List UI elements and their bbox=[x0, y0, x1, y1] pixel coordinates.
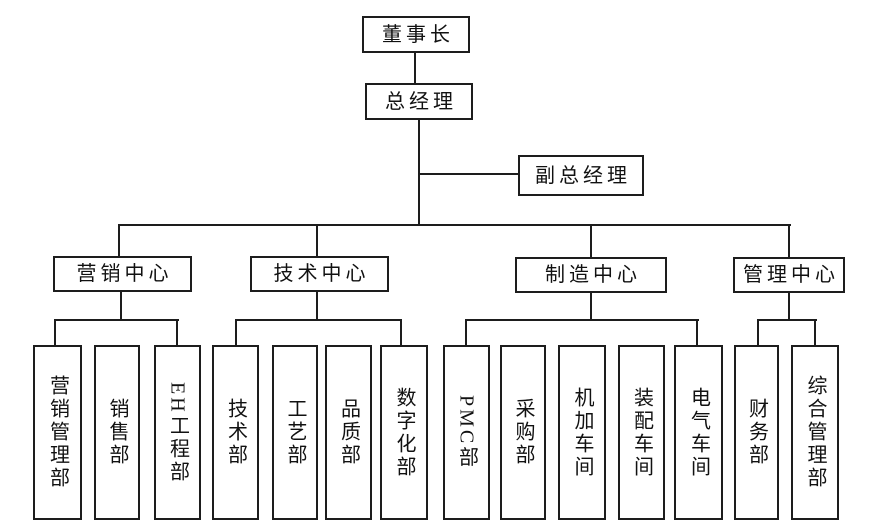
org-node-label: 品质部 bbox=[337, 398, 360, 467]
org-node-dept-electrical-workshop: 电气车间 bbox=[674, 345, 723, 520]
org-node-label: 销售部 bbox=[106, 398, 128, 467]
org-node-dept-quality: 品质部 bbox=[325, 345, 372, 520]
connector-group2-stub-right bbox=[400, 319, 402, 346]
connector-drop-manufacturing-center bbox=[590, 224, 592, 258]
connector-group1-drop bbox=[120, 292, 122, 321]
connector-group2-bus bbox=[235, 319, 402, 321]
org-node-dept-machining-workshop: 机加车间 bbox=[558, 345, 606, 520]
org-node-dept-digitalization: 数字化部 bbox=[380, 345, 428, 520]
org-node-dept-marketing-management: 营销管理部 bbox=[33, 345, 82, 520]
org-node-marketing-center: 营销中心 bbox=[53, 256, 192, 292]
connector-group2-drop bbox=[316, 292, 318, 321]
org-node-dept-pmc: PMC部 bbox=[443, 345, 490, 520]
org-node-dept-finance: 财务部 bbox=[734, 345, 779, 520]
org-node-dept-procurement: 采购部 bbox=[500, 345, 546, 520]
connector-group3-stub-right bbox=[696, 319, 698, 346]
org-node-dept-technology: 技术部 bbox=[212, 345, 259, 520]
org-node-label: 综合管理部 bbox=[804, 375, 826, 490]
connector-group2-stub-left bbox=[235, 319, 237, 346]
connector-group3-drop bbox=[590, 293, 592, 321]
org-node-label: 管理中心 bbox=[743, 264, 839, 286]
org-node-label: 数字化部 bbox=[393, 386, 415, 479]
org-node-label: 电气车间 bbox=[687, 386, 710, 479]
org-node-dept-eh-engineering: EH工程部 bbox=[154, 345, 201, 520]
connector-group3-stub-left bbox=[465, 319, 467, 346]
org-node-dept-sales: 销售部 bbox=[94, 345, 140, 520]
connector-deputy-branch bbox=[419, 173, 519, 175]
org-node-label: 工艺部 bbox=[284, 398, 306, 467]
connector-group1-stub-left bbox=[54, 319, 56, 346]
connector-group1-stub-right bbox=[176, 319, 178, 346]
org-node-label: 总经理 bbox=[385, 90, 457, 113]
connector-chairman-gm bbox=[414, 53, 416, 84]
connector-main-bus bbox=[118, 224, 791, 226]
org-node-label: 营销管理部 bbox=[46, 375, 69, 490]
connector-group3-bus bbox=[465, 319, 699, 321]
org-node-management-center: 管理中心 bbox=[733, 257, 845, 293]
org-node-label: 财务部 bbox=[745, 398, 768, 467]
org-node-label: PMC部 bbox=[455, 395, 478, 470]
org-node-dept-process: 工艺部 bbox=[272, 345, 318, 520]
org-node-label: 采购部 bbox=[512, 398, 534, 467]
org-node-label: 技术中心 bbox=[273, 263, 370, 285]
connector-group4-drop bbox=[788, 293, 790, 321]
connector-drop-management-center bbox=[788, 224, 790, 258]
org-node-dept-assembly-workshop: 装配车间 bbox=[618, 345, 665, 520]
org-node-chairman: 董事长 bbox=[362, 16, 470, 53]
connector-group4-stub-left bbox=[757, 319, 759, 346]
org-node-general-manager: 总经理 bbox=[365, 83, 473, 120]
org-node-label: EH工程部 bbox=[166, 381, 189, 484]
org-node-manufacturing-center: 制造中心 bbox=[515, 257, 667, 293]
connector-drop-marketing-center bbox=[118, 224, 120, 257]
org-node-label: 董事长 bbox=[382, 23, 454, 46]
org-node-label: 机加车间 bbox=[571, 386, 593, 479]
org-node-deputy-general-manager: 副总经理 bbox=[518, 155, 644, 196]
org-node-label: 营销中心 bbox=[76, 263, 173, 285]
connector-group4-stub-right bbox=[814, 319, 816, 346]
org-node-label: 制造中心 bbox=[545, 264, 641, 286]
org-node-label: 技术部 bbox=[224, 398, 247, 467]
connector-group1-bus bbox=[54, 319, 179, 321]
org-node-label: 装配车间 bbox=[630, 386, 653, 479]
org-node-label: 副总经理 bbox=[535, 164, 631, 187]
connector-drop-technology-center bbox=[316, 224, 318, 257]
connector-group4-bus bbox=[757, 319, 817, 321]
org-node-dept-general-management: 综合管理部 bbox=[791, 345, 839, 520]
org-node-technology-center: 技术中心 bbox=[250, 256, 389, 292]
